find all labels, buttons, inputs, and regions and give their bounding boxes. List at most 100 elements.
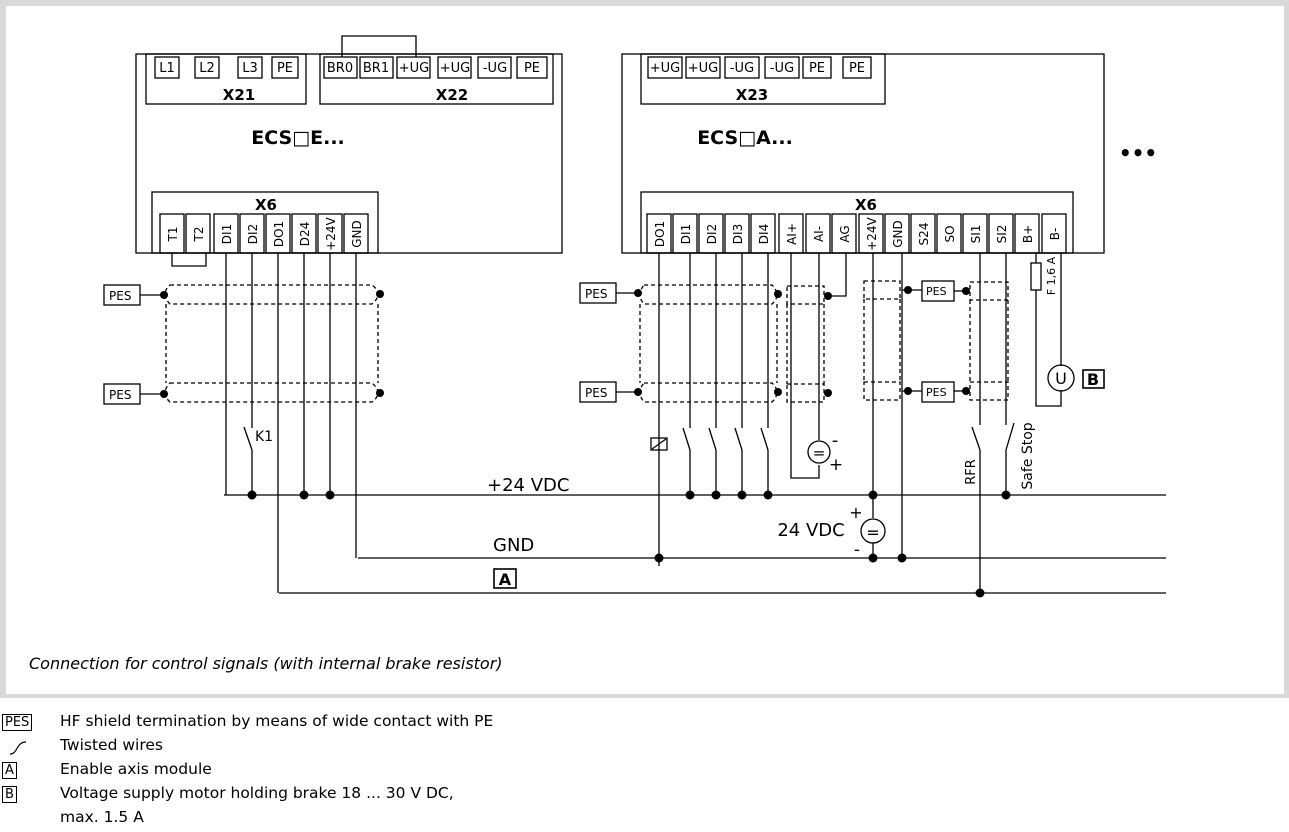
x21-terminals [154,56,299,79]
pes-label: PES [109,289,131,303]
right-x6-terminal: SI1 [969,225,983,244]
x23-label: X23 [736,86,768,104]
legend-key-pes: PES [2,714,33,731]
right-x6-terminal: DO1 [653,221,667,247]
right-wires [650,253,1075,593]
x23-terminal: -UG [770,61,794,76]
x23-terminal: +UG [688,61,718,76]
brake-supply-symbol: U [1055,369,1067,388]
legend-text: max. 1.5 A [60,808,144,826]
right-x6-terminal: SI2 [995,225,1009,244]
bus-24v-label: +24 VDC [487,475,569,496]
supply-plus: + [849,503,862,522]
right-x6-terminal: B- [1048,228,1062,241]
left-x6-terminal: GND [350,220,364,248]
right-x6-terminal: S24 [917,223,931,246]
x22-terminals [323,56,548,79]
legend-text: Twisted wires [60,736,163,754]
x22-label: X22 [436,86,468,104]
x23-terminals [647,56,872,79]
diagram-frame [0,0,1289,698]
x21-terminal: L3 [242,61,258,76]
legend-item: PES HF shield termination by means of wi… [0,712,760,736]
x21-terminal: L2 [199,61,215,76]
supply-symbol: = [866,523,879,542]
twisted-wires-icon [9,741,27,755]
right-x6-terminal: AI+ [785,223,799,245]
legend-text: Enable axis module [60,760,212,778]
analog-plus: + [829,455,843,475]
pes-label: PES [109,388,131,402]
x22-terminal: BR0 [327,61,353,76]
module-right-body [621,53,1105,254]
legend-key-b: B [2,786,17,803]
legend-item: max. 1.5 A [0,808,760,832]
bus-gnd-label: GND [493,535,534,556]
left-x6-terminal: T1 [166,227,180,243]
x22-terminal: BR1 [363,61,389,76]
x23-terminal: -UG [730,61,754,76]
left-x6-terminal: D24 [298,222,312,247]
x21-terminal: PE [277,61,293,76]
analog-source-symbol: = [813,444,826,462]
pes-label: PES [585,386,607,400]
pes-label: PES [585,287,607,301]
diagram-panel [6,6,1284,694]
right-x6-terminal: B+ [1021,225,1035,243]
left-cable-shield [164,284,379,403]
x22-block [319,53,554,105]
brake-resistor-bridge [341,35,417,57]
legend: PES HF shield termination by means of wi… [0,712,760,832]
right-cable-shield [639,280,1009,403]
legend-text: Voltage supply motor holding brake 18 ..… [60,784,454,802]
left-wires [225,253,357,593]
left-x6-terminal: DI1 [220,224,234,244]
t1-t2-bridge [171,253,207,267]
marker-b-box [1082,369,1105,389]
x22-terminal: +UG [399,61,429,76]
right-x6-terminal: GND [891,220,905,248]
right-x6-terminal: AI- [812,226,826,242]
left-x6-terminal: DI2 [246,224,260,244]
pes-label: PES [926,386,947,399]
left-x6-terminal: DO1 [272,221,286,247]
right-x6-terminal: DI3 [731,224,745,244]
right-x6-terminal: DI4 [757,224,771,244]
right-x6-terminal: DI2 [705,224,719,244]
k1-label: K1 [255,429,273,445]
legend-key-a: A [2,762,17,779]
wiring-diagram: L1 L2 L3 PE X21 BR0 BR1 +UG +UG -UG PE X… [103,35,1166,598]
marker-a: A [499,570,512,589]
module-left-body [135,53,563,254]
rfr-label: RFR [964,459,979,485]
legend-item: Twisted wires [0,736,760,760]
x22-terminal: -UG [483,61,507,76]
x21-block [145,53,307,105]
diagram-caption: Connection for control signals (with int… [29,654,503,673]
left-x6-block [151,191,379,254]
fuse-label: F 1,6 A [1045,256,1058,295]
legend-text: HF shield termination by means of wide c… [60,712,494,730]
left-x6-terminal: T2 [192,227,206,243]
left-x6-label: X6 [255,196,277,214]
right-x6-label: X6 [855,196,877,214]
analog-minus: - [832,430,839,451]
legend-item: A Enable axis module [0,760,760,784]
left-x6-terminal: +24V [324,216,338,250]
supply-minus: - [854,540,860,560]
pes-label: PES [926,285,947,298]
x23-terminal: +UG [650,61,680,76]
right-x6-terminal: AG [838,225,852,242]
x22-terminal: PE [524,61,540,76]
right-x6-terminal: +24V [865,216,879,250]
right-x6-terminal: SO [943,225,957,242]
x21-terminal: L1 [159,61,175,76]
x23-terminal: PE [849,61,865,76]
right-pes-connections [579,280,955,403]
supply-24v-label: 24 VDC [777,520,844,541]
safe-stop-label: Safe Stop [1020,422,1036,489]
right-x6-block [640,191,1074,254]
module-left-name: ECS□E... [251,127,345,149]
x22-terminal: +UG [440,61,470,76]
bus-lines [224,494,1166,594]
